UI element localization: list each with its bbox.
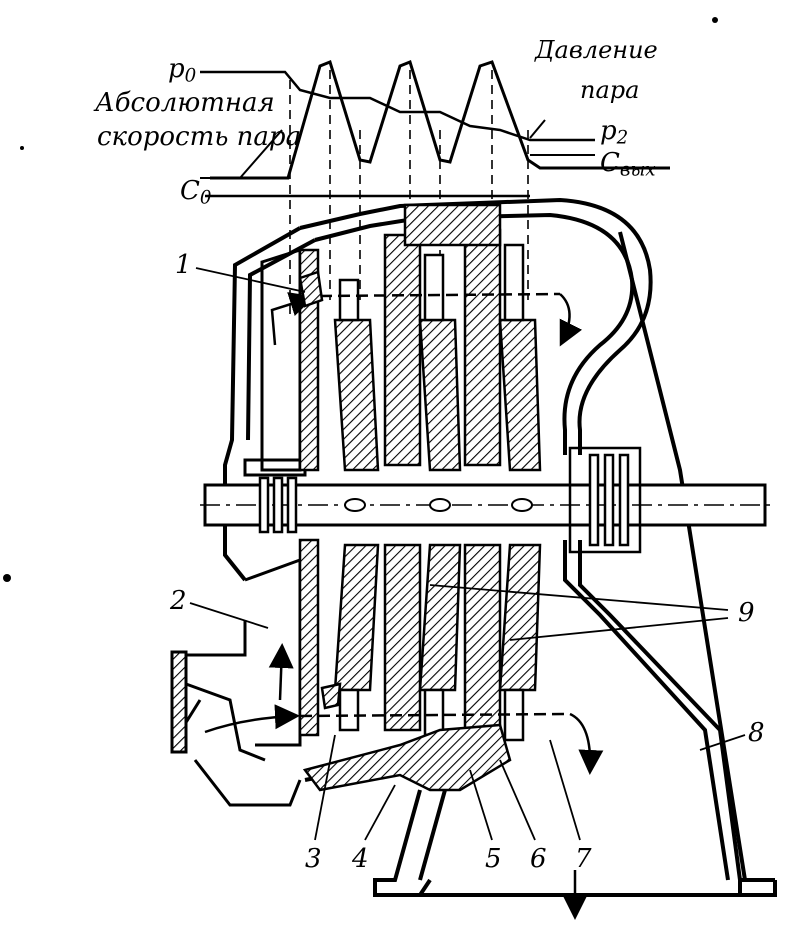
p0-symbol: p	[168, 54, 185, 84]
c-out-symbol: C	[600, 148, 620, 178]
inlet-up-arrow	[268, 643, 294, 701]
c0-symbol: C	[180, 176, 200, 206]
top-exit-arrow	[559, 293, 583, 347]
p0-subscript: 0	[184, 65, 197, 87]
c-out-subscript: вых	[619, 159, 656, 181]
left-labyrinth-seal	[258, 476, 298, 534]
callout-2: 2	[170, 586, 187, 616]
callout-4: 4	[352, 844, 369, 874]
callout-8: 8	[748, 718, 765, 748]
callout-7: 7	[575, 844, 592, 874]
pressure-label-line2: пара	[580, 76, 640, 104]
nozzles	[298, 270, 342, 710]
velocity-curve	[210, 60, 670, 180]
right-labyrinth-seal	[568, 446, 642, 554]
pressure-curve	[200, 70, 595, 142]
p2-label: p2	[600, 118, 628, 148]
pressure-label-line1: Давление	[535, 36, 658, 64]
c0-label: C0	[180, 178, 211, 208]
top-flow-dashed	[319, 292, 561, 298]
callout-9: 9	[738, 598, 755, 628]
inlet-flange	[170, 650, 188, 754]
base-hatched	[302, 723, 512, 792]
callout-3: 3	[305, 844, 322, 874]
velocity-pressure-graph	[200, 60, 670, 198]
c0-subscript: 0	[199, 187, 212, 209]
inlet-arrow	[204, 704, 300, 734]
scan-dot	[3, 574, 11, 582]
rotor-disks	[333, 318, 542, 692]
scan-dot	[20, 146, 24, 150]
scan-dot	[712, 17, 718, 23]
callout-6: 6	[530, 844, 547, 874]
top-flow-arrow	[270, 292, 315, 346]
callout-leaders	[189, 267, 746, 841]
p2-subscript: 2	[616, 127, 629, 149]
diaphragms	[298, 203, 502, 737]
shaft	[200, 483, 770, 527]
absolute-speed-label-line2: скорость пара	[97, 122, 302, 152]
absolute-speed-label-line1: Абсолютная	[95, 88, 275, 118]
p0-label: p0	[168, 56, 196, 86]
flow-arrows	[204, 292, 604, 920]
callout-1: 1	[175, 250, 192, 280]
bottom-flow-dashed	[299, 712, 571, 718]
callout-5: 5	[485, 844, 502, 874]
c-out-label: Cвых	[600, 150, 656, 180]
shaft-keys	[344, 498, 533, 512]
p2-symbol: p	[600, 116, 617, 146]
bottom-exit-arrow	[569, 712, 604, 775]
